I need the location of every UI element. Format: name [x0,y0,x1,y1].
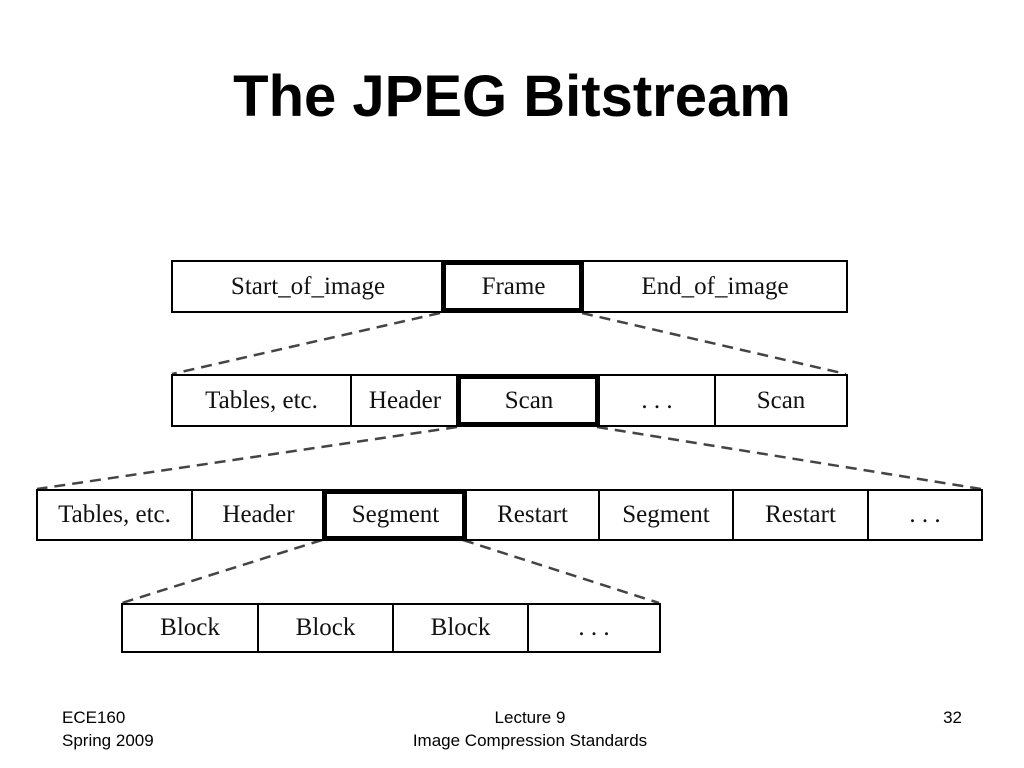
ellipsis-cell: . . . [527,605,659,651]
course-name: ECE160 [62,708,126,727]
header-cell: Header [350,376,458,425]
ellipsis-cell: . . . [867,491,981,539]
end-of-image-cell: End_of_image [582,262,846,311]
segment-cell: Segment [322,489,467,541]
tables-cell: Tables, etc. [58,501,171,528]
lecture-topic: Image Compression Standards [412,731,648,750]
scan-cell: Scan [714,376,846,425]
start-of-image-cell: Start_of_image [230,272,386,300]
page-number: 32 [943,708,962,727]
block-cell: Block [392,605,527,651]
restart-cell: Restart [465,491,598,539]
scan-level-row: Tables, etc. Header Segment Restart Segm… [36,489,983,541]
connector-line [462,538,660,605]
frame-level-row: Tables, etc. Header Scan . . . Scan [171,374,848,427]
frame-cell: Frame [441,260,584,313]
term: Spring 2009 [62,731,154,750]
connector-line [121,538,323,605]
segment-level-row: Block Block Block . . . [121,603,661,653]
block-cell: Block [257,605,392,651]
tables-cell: Tables, etc. [205,386,318,414]
footer-right: 32 [900,706,962,729]
image-level-row: Start_of_image Frame End_of_image [171,260,848,313]
connector-line [171,311,441,376]
footer-left: ECE160 Spring 2009 [62,706,154,752]
ellipsis-cell: . . . [598,376,714,425]
restart-cell: Restart [732,491,867,539]
connector-line [596,425,982,491]
lecture-number: Lecture 9 [494,708,566,727]
connector-line [36,425,458,491]
slide-title: The JPEG Bitstream [233,64,791,129]
segment-cell: Segment [598,491,732,539]
header-cell: Header [191,491,324,539]
connector-line [581,311,847,376]
scan-cell: Scan [456,374,600,427]
footer-center: Lecture 9 Image Compression Standards [362,706,698,752]
block-cell: Block [160,614,220,641]
